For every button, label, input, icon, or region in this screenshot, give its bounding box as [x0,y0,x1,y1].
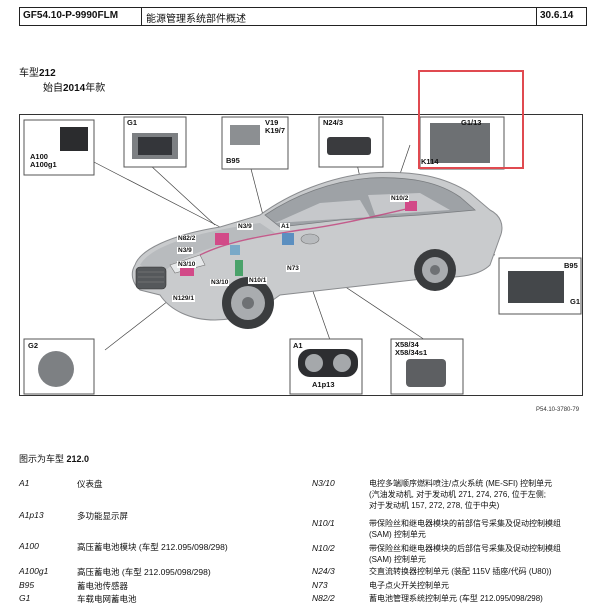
g1-13-thumbnail [419,116,505,170]
legend-desc-line: (汽油发动机, 对于发动机 271, 274, 276, 位于左侧; [369,490,546,499]
label-x58-34s1: X58/34s1 [395,348,428,357]
legend-code: N82/2 [312,593,335,603]
legend-code: B95 [19,580,35,590]
label-g1-top: G1 [127,118,138,127]
label-n24-3: N24/3 [323,118,344,127]
g1-top-thumbnail [123,116,187,168]
label-k114: K114 [421,157,439,166]
legend-desc: 电控多端顺序燃料喷注/点火系统 (ME-SFI) 控制单元 (汽油发动机, 对于发… [369,478,552,511]
label-v19: V19 [265,118,279,127]
caption-model: 212.0 [66,454,90,464]
legend-code: A100g1 [19,566,49,576]
tag-a1-car: A1 [280,223,291,230]
g2-thumbnail [23,338,95,395]
v19-thumbnail [221,116,289,170]
tag-n129-1: N129/1 [172,295,195,302]
legend-desc: 带保险丝和继电器模块的后部信号采集及促动控制模组 (SAM) 控制单元 [369,543,561,565]
figure-reference: P54.10-3780-79 [536,407,580,413]
label-a1p13: A1p13 [312,380,335,389]
legend-desc-line: (SAM) 控制单元 [369,530,426,539]
since-suffix: 年款 [85,83,106,94]
tag-n3-10b: N3/10 [210,279,230,286]
label-b95-top: B95 [226,156,240,165]
tag-n3-10: N3/10 [177,261,197,268]
legend-desc: 带保险丝和继电器模块的前部信号采集及促动控制模组 (SAM) 控制单元 [369,518,561,540]
legend-desc: 交直流转换器控制单元 (装配 115V 插座/代码 (U80)) [369,566,552,577]
legend-desc-line: 电控多端顺序燃料喷注/点火系统 (ME-SFI) 控制单元 [369,479,553,488]
legend-code: N10/2 [312,543,335,553]
car-illustration [23,116,582,395]
legend-desc-line: 对于发动机 157, 272, 278, 位于中央) [369,501,500,510]
a1-thumbnail [289,338,363,395]
since-year: 2014 [63,83,86,94]
doc-date: 30.6.14 [536,8,586,25]
label-a100: A100 [30,152,48,161]
model-line: 车型212 [19,64,56,79]
label-g1-13: G1/13 [461,118,482,127]
legend-code: N3/10 [312,478,335,488]
legend-code: N10/1 [312,518,335,528]
legend-code: G1 [19,593,31,603]
label-a1: A1 [293,341,303,350]
legend-code: A1 [19,478,30,488]
legend-desc-line: 电子点火开关控制单元 [369,581,449,590]
tag-n82-2: N82/2 [177,235,197,242]
legend-desc-line: 蓄电池管理系统控制单元 (车型 212.095/098/298) [369,594,543,603]
tag-n3-9b: N3/9 [177,247,193,254]
legend-desc: 高压蓄电池 (车型 212.095/098/298) [77,567,211,577]
legend-code: A1p13 [19,510,44,520]
caption-prefix: 图示为车型 [19,454,65,464]
legend-code: A100 [19,541,39,551]
document-header: GF54.10-P-9990FLM 能源管理系统部件概述 30.6.14 [19,7,587,26]
n24-3-thumbnail [318,116,384,168]
tag-n73: N73 [286,265,300,272]
label-b95-right: B95 [564,261,578,270]
tag-n10-1: N10/1 [248,277,268,284]
label-g1-right: G1 [570,297,581,306]
since-prefix: 始自 [43,83,63,94]
label-x58-34: X58/34 [395,340,419,349]
legend-desc: 高压蓄电池模块 (车型 212.095/098/298) [77,542,228,552]
legend-desc: 电子点火开关控制单元 [369,580,449,591]
model-prefix: 车型 [19,68,39,79]
legend-desc-line: 交直流转换器控制单元 (装配 115V 插座/代码 (U80)) [369,567,552,576]
label-k19-7: K19/7 [265,126,286,135]
legend-desc-line: 带保险丝和继电器模块的后部信号采集及促动控制模组 [369,544,561,553]
label-g2: G2 [28,341,39,350]
figure-caption: 图示为车型 212.0 [19,452,89,465]
b95-right-thumbnail [498,257,582,315]
model-number: 212 [39,68,56,79]
x58-34-thumbnail [390,338,464,395]
legend-desc: 蓄电池管理系统控制单元 (车型 212.095/098/298) [369,593,543,604]
legend-code: N24/3 [312,566,335,576]
legend-desc: 车载电网蓄电池 [77,594,137,604]
legend-desc-line: (SAM) 控制单元 [369,555,426,564]
doc-title: 能源管理系统部件概述 [146,14,246,25]
legend-desc: 蓄电池传感器 [77,581,129,591]
legend-desc: 仪表盘 [77,479,103,489]
component-figure: A100 A100g1 G1 V19 K19/7 B95 N24/3 G1/13… [19,114,583,396]
since-line: 始自2014年款 [43,79,105,94]
doc-id: GF54.10-P-9990FLM [20,8,142,25]
legend-desc-line: 带保险丝和继电器模块的前部信号采集及促动控制模组 [369,519,561,528]
legend-code: N73 [312,580,328,590]
highlight-box [418,70,524,169]
label-a100g1: A100g1 [30,160,57,169]
tag-n3-9: N3/9 [237,223,253,230]
a100-thumbnail [23,119,95,176]
legend-desc: 多功能显示屏 [77,511,129,521]
tag-n10-2: N10/2 [390,195,410,202]
